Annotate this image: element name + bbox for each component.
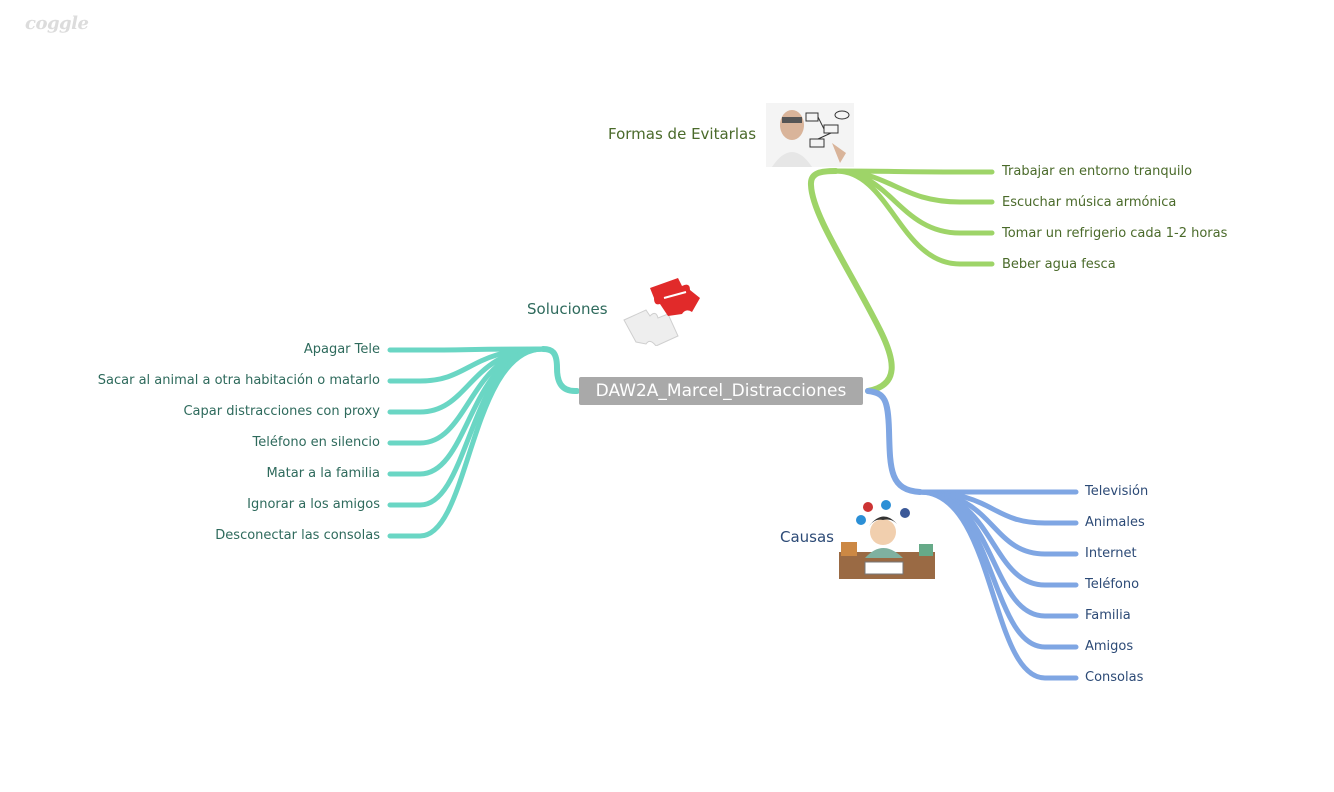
red-puzzle-solution-image [623, 278, 700, 346]
soluciones-item-7[interactable]: Desconectar las consolas [215, 528, 380, 543]
soluciones-item-2[interactable]: Sacar al animal a otra habitación o mata… [97, 373, 380, 388]
root-node[interactable]: DAW2A_Marcel_Distracciones [579, 377, 863, 405]
causas-item-5[interactable]: Familia [1085, 608, 1131, 623]
branch-causas-label[interactable]: Causas [780, 528, 834, 546]
causas-links [865, 388, 1079, 681]
distracted-student-image [839, 500, 935, 579]
formas-item-link [833, 168, 995, 267]
causas-item-7[interactable]: Consolas [1085, 670, 1144, 685]
causas-trunk-link [865, 388, 923, 495]
soluciones-item-1[interactable]: Apagar Tele [303, 342, 380, 357]
branch-formas-label[interactable]: Formas de Evitarlas [608, 125, 757, 143]
causas-item-1[interactable]: Televisión [1085, 484, 1149, 499]
soluciones-item-4[interactable]: Teléfono en silencio [252, 435, 380, 450]
soluciones-links [387, 346, 580, 539]
formas-links [808, 168, 995, 394]
formas-item-3[interactable]: Tomar un refrigerio cada 1-2 horas [1002, 226, 1228, 241]
woman-drawing-flowchart-image [766, 103, 854, 167]
causas-item-6[interactable]: Amigos [1085, 639, 1134, 654]
branch-soluciones-label[interactable]: Soluciones [527, 300, 608, 318]
coggle-logo[interactable]: coggle [25, 13, 89, 34]
formas-trunk-link [808, 168, 895, 394]
soluciones-item-5[interactable]: Matar a la familia [266, 466, 380, 481]
soluciones-item-3[interactable]: Capar distracciones con proxy [183, 404, 380, 419]
formas-item-4[interactable]: Beber agua fesca [1002, 257, 1116, 272]
formas-item-2[interactable]: Escuchar música armónica [1002, 195, 1177, 210]
causas-item-2[interactable]: Animales [1085, 515, 1145, 530]
causas-item-4[interactable]: Teléfono [1085, 577, 1140, 592]
causas-item-link [917, 489, 1079, 681]
formas-item-1[interactable]: Trabajar en entorno tranquilo [1002, 164, 1193, 179]
soluciones-item-link [387, 346, 546, 539]
soluciones-trunk-link [540, 346, 580, 395]
soluciones-item-6[interactable]: Ignorar a los amigos [247, 497, 380, 512]
causas-item-3[interactable]: Internet [1085, 546, 1137, 561]
